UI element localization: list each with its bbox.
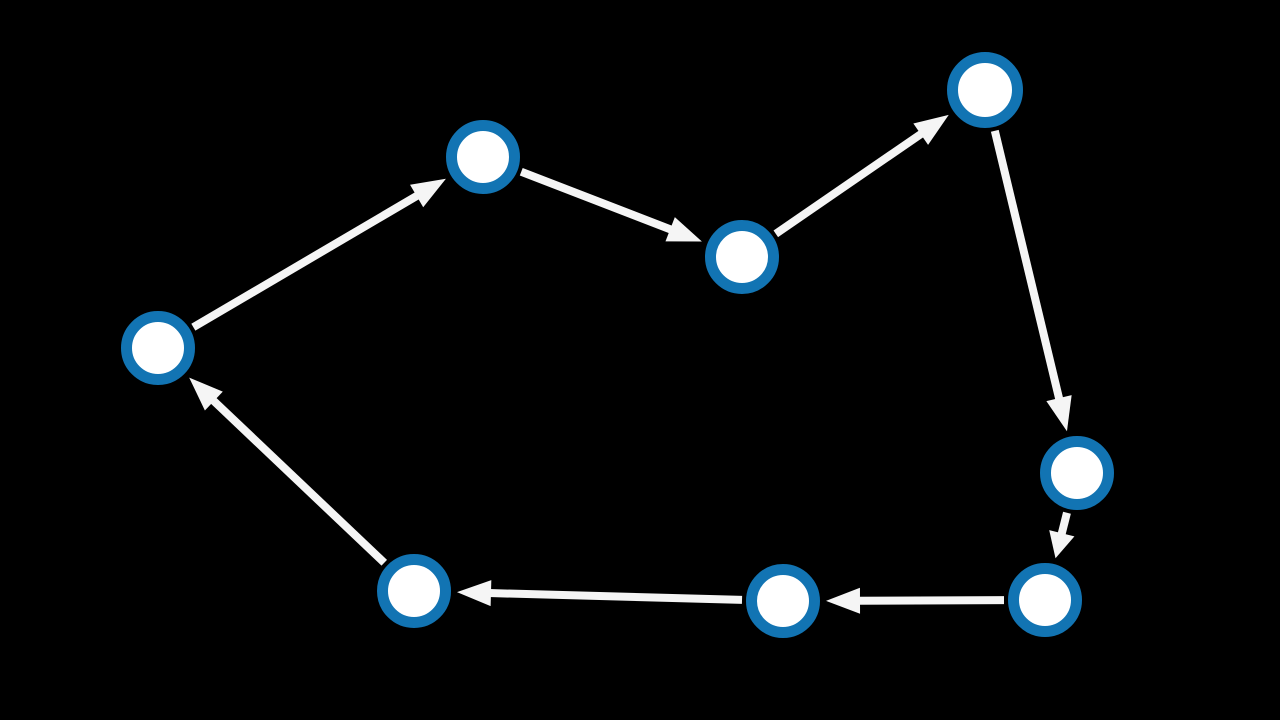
edge-shaft	[1057, 511, 1071, 537]
node-ring	[746, 564, 820, 638]
edge-shaft	[519, 168, 674, 234]
edge-n7-n8[interactable]	[456, 580, 743, 607]
edge-shaft	[209, 396, 388, 566]
node-ring	[1008, 563, 1082, 637]
edge-shaft	[857, 596, 1005, 605]
arrowhead-icon	[1049, 530, 1075, 559]
edge-n4-n5[interactable]	[990, 129, 1072, 432]
node-ring	[377, 554, 451, 628]
arrowhead-icon	[189, 377, 223, 411]
node-fill	[382, 559, 446, 623]
edge-n2-n3[interactable]	[519, 168, 702, 242]
node-8[interactable]	[377, 554, 451, 628]
node-ring	[121, 311, 195, 385]
node-5[interactable]	[1040, 436, 1114, 510]
arrowhead-icon	[825, 587, 861, 614]
node-fill	[952, 57, 1018, 123]
node-ring	[947, 52, 1023, 128]
node-fill	[126, 316, 190, 380]
edge-shaft	[488, 589, 743, 604]
node-4[interactable]	[947, 52, 1023, 128]
node-fill	[1045, 441, 1109, 505]
edges-layer	[189, 114, 1075, 614]
arrowhead-icon	[1046, 395, 1072, 432]
node-fill	[1013, 568, 1077, 632]
arrowhead-icon	[456, 580, 492, 607]
node-7[interactable]	[746, 564, 820, 638]
node-3[interactable]	[705, 220, 779, 294]
edge-n1-n2[interactable]	[191, 178, 446, 331]
arrowhead-icon	[410, 178, 446, 208]
edge-shaft	[191, 191, 421, 331]
edge-shaft	[773, 129, 925, 238]
node-fill	[710, 225, 774, 289]
node-fill	[451, 125, 515, 189]
node-ring	[1040, 436, 1114, 510]
node-fill	[751, 569, 815, 633]
edge-n8-n1[interactable]	[189, 377, 388, 566]
edge-shaft	[990, 129, 1064, 402]
nodes-layer	[121, 52, 1114, 638]
edge-n3-n4[interactable]	[773, 114, 949, 238]
node-6[interactable]	[1008, 563, 1082, 637]
node-ring	[446, 120, 520, 194]
node-ring	[705, 220, 779, 294]
node-1[interactable]	[121, 311, 195, 385]
edge-n5-n6[interactable]	[1049, 511, 1075, 559]
node-2[interactable]	[446, 120, 520, 194]
edge-n6-n7[interactable]	[825, 587, 1005, 614]
arrowhead-icon	[665, 217, 702, 242]
arrowhead-icon	[913, 114, 949, 145]
